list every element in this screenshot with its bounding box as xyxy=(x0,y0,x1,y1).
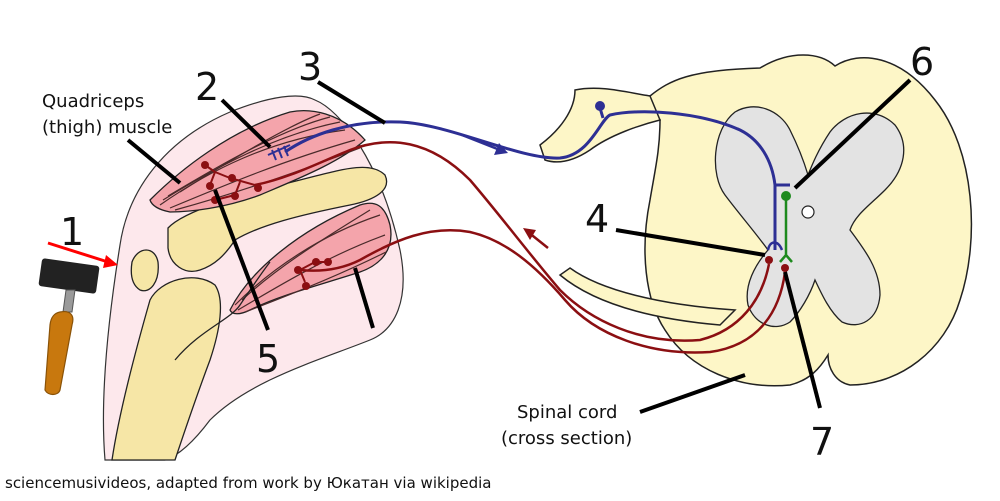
reflex-hammer-icon xyxy=(38,258,100,396)
tibia-bone xyxy=(111,277,222,461)
leader-3 xyxy=(316,80,387,125)
knee-cap xyxy=(130,249,159,292)
image-credit: sciencemusivideos, adapted from work by … xyxy=(5,474,491,492)
label-7: 7 xyxy=(810,420,834,464)
sensory-direction-arrow xyxy=(461,133,508,155)
quadriceps-label-line1: Quadriceps xyxy=(42,91,144,112)
motor-neuron-hamstring xyxy=(294,229,789,354)
interneuron xyxy=(779,191,793,263)
leader-2 xyxy=(220,98,272,149)
leader-5 xyxy=(213,189,270,331)
label-3: 3 xyxy=(298,45,322,89)
label-5: 5 xyxy=(256,337,280,381)
ventral-root-bundle xyxy=(558,267,737,326)
spinal-cord-label-line2: (cross section) xyxy=(501,428,632,449)
muscle-spindle xyxy=(267,144,291,161)
tap-arrow xyxy=(47,241,118,268)
central-canal xyxy=(801,205,815,219)
spinal-cord-label-line1: Spinal cord xyxy=(517,402,617,423)
quadriceps-label-line2: (thigh) muscle xyxy=(42,117,172,138)
motor-direction-arrow xyxy=(523,228,549,249)
label-1: 1 xyxy=(60,210,84,254)
leader-spinal-cord xyxy=(639,373,746,414)
label-2: 2 xyxy=(195,65,219,109)
bone-inner-line xyxy=(174,261,271,361)
leader-quadriceps xyxy=(126,138,182,185)
leader-4 xyxy=(615,228,766,257)
sensory-cell-body xyxy=(595,101,605,111)
leader-6 xyxy=(793,78,912,190)
leader-7 xyxy=(783,271,822,409)
sensory-neuron xyxy=(267,101,790,251)
label-4: 4 xyxy=(585,197,609,241)
leader-hamstring xyxy=(353,267,375,329)
label-6: 6 xyxy=(910,40,934,84)
